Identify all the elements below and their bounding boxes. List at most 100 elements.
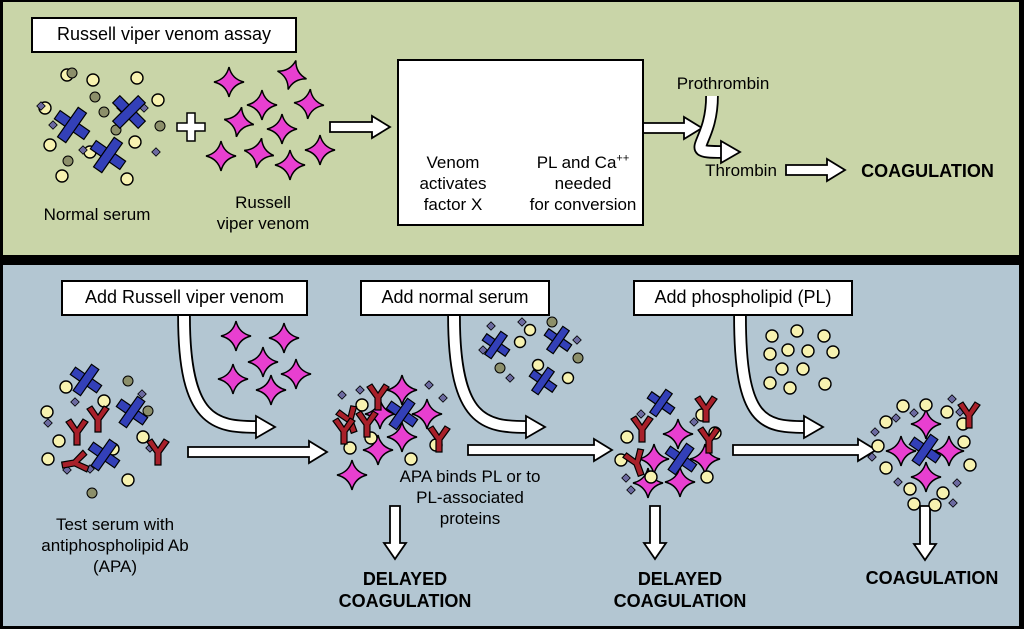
antibody-particle	[65, 418, 89, 446]
venom-particle	[205, 140, 237, 172]
calcium-particle	[355, 385, 365, 395]
phospholipid-particle	[775, 362, 789, 376]
phospholipid-particle	[644, 470, 658, 484]
calcium-particle	[952, 478, 962, 488]
factor-x-particle	[528, 366, 558, 396]
arrow-venom-to-box	[329, 114, 392, 140]
serum-protein-particle	[122, 375, 134, 387]
phospholipid-particle	[907, 497, 921, 511]
phospholipid-particle	[130, 71, 144, 85]
phospholipid-particle	[801, 344, 815, 358]
step3-box: Add phospholipid (PL)	[633, 280, 853, 316]
assay-title: Russell viper venom assay	[56, 24, 272, 44]
step3-text: Add phospholipid (PL)	[654, 287, 832, 307]
phospholipid-particle	[513, 335, 527, 349]
venom-particle	[255, 374, 287, 406]
antibody-particle	[694, 395, 718, 423]
phospholipid-particle	[700, 470, 714, 484]
phospholipid-particle	[896, 399, 910, 413]
phospholipid-particle	[86, 73, 100, 87]
phospholipid-particle	[783, 381, 797, 395]
phospholipid-particle	[404, 452, 418, 466]
plus-sign	[176, 112, 206, 142]
serum-protein-particle	[572, 352, 584, 364]
venom-particle	[933, 435, 965, 467]
arrow-thrombin-to-coagulation	[785, 157, 847, 183]
assay-title-box: Russell viper venom assay	[31, 17, 297, 53]
phospholipid-particle	[879, 461, 893, 475]
phospholipid-particle	[796, 362, 810, 376]
step3-arrow	[733, 315, 825, 440]
antibody-particle	[355, 410, 379, 438]
phospholipid-particle	[40, 405, 54, 419]
phospholipid-particle	[136, 430, 150, 444]
step2-text: Add normal serum	[381, 287, 529, 307]
phospholipid-particle	[928, 498, 942, 512]
delayed-coagulation-2: DELAYED COAGULATION	[595, 568, 765, 612]
serum-protein-particle	[98, 106, 110, 118]
venom-activates-line3: factor X	[423, 195, 483, 214]
venom-particle	[268, 322, 300, 354]
venom-activates-label: Venom activates factor X	[403, 152, 503, 215]
serum-protein-particle	[142, 405, 154, 417]
prothrombin-to-thrombin-arrow	[693, 95, 742, 165]
russell-venom-line1: Russell	[235, 193, 291, 212]
phospholipid-particle	[940, 405, 954, 419]
factor-x-particle	[481, 330, 511, 360]
calcium-particle	[70, 397, 80, 407]
phospholipid-particle	[903, 482, 917, 496]
serum-protein-particle	[66, 67, 78, 79]
factor-x-particle	[111, 94, 147, 130]
calcium-particle	[621, 473, 631, 483]
factor-x-particle	[69, 363, 103, 397]
antibody-particle	[622, 448, 645, 478]
venom-particle	[411, 398, 443, 430]
needed-line1: needed	[554, 174, 612, 193]
calcium-particle	[517, 317, 527, 327]
delayed2-line1: DELAYED	[637, 569, 723, 589]
calcium-particle	[870, 427, 880, 437]
pl-ca-text: PL and Ca	[536, 153, 617, 172]
venom-activates-line1: Venom	[426, 153, 480, 172]
phospholipid-particle	[957, 435, 971, 449]
calcium-particle	[43, 418, 53, 428]
russell-venom-label: Russell viper venom	[198, 192, 328, 234]
factor-x-particle	[115, 395, 149, 429]
russell-venom-line2: viper venom	[216, 214, 310, 233]
ca-superscript: ++	[616, 152, 630, 165]
phospholipid-particle	[763, 376, 777, 390]
phospholipid-particle	[128, 135, 142, 149]
calcium-particle	[947, 394, 957, 404]
phospholipid-particle	[963, 458, 977, 472]
phospholipid-particle	[936, 486, 950, 500]
serum-protein-particle	[154, 120, 166, 132]
serum-protein-particle	[494, 362, 506, 374]
calcium-particle	[78, 145, 88, 155]
venom-particle	[277, 60, 307, 90]
phospholipid-particle	[826, 345, 840, 359]
serum-protein-particle	[89, 91, 101, 103]
arrow-stage3-to-stage4	[732, 437, 878, 463]
delayed1-line1: DELAYED	[362, 569, 448, 589]
venom-particle	[364, 398, 396, 430]
venom-particle	[217, 363, 249, 395]
factor-x-particle	[89, 136, 127, 174]
bottom-coagulation-label: COAGULATION	[865, 568, 999, 588]
delayed1-arrow	[382, 505, 408, 561]
venom-particle	[304, 134, 336, 166]
prothrombin-label: Prothrombin	[676, 74, 770, 93]
phospholipid-particle	[919, 398, 933, 412]
phospholipid-particle	[43, 138, 57, 152]
phospholipid-particle	[97, 394, 111, 408]
serum-protein-particle	[62, 155, 74, 167]
calcium-particle	[478, 345, 488, 355]
antibody-particle	[697, 426, 721, 454]
calcium-particle	[867, 452, 877, 462]
step1-box: Add Russell viper venom	[61, 280, 308, 316]
step2-box: Add normal serum	[360, 280, 550, 316]
factor-x-particle	[646, 388, 676, 418]
needed-line2: for conversion	[529, 195, 637, 214]
phospholipid-particle	[41, 452, 55, 466]
test-serum-line3: (APA)	[92, 557, 138, 576]
calcium-particle	[636, 409, 646, 419]
